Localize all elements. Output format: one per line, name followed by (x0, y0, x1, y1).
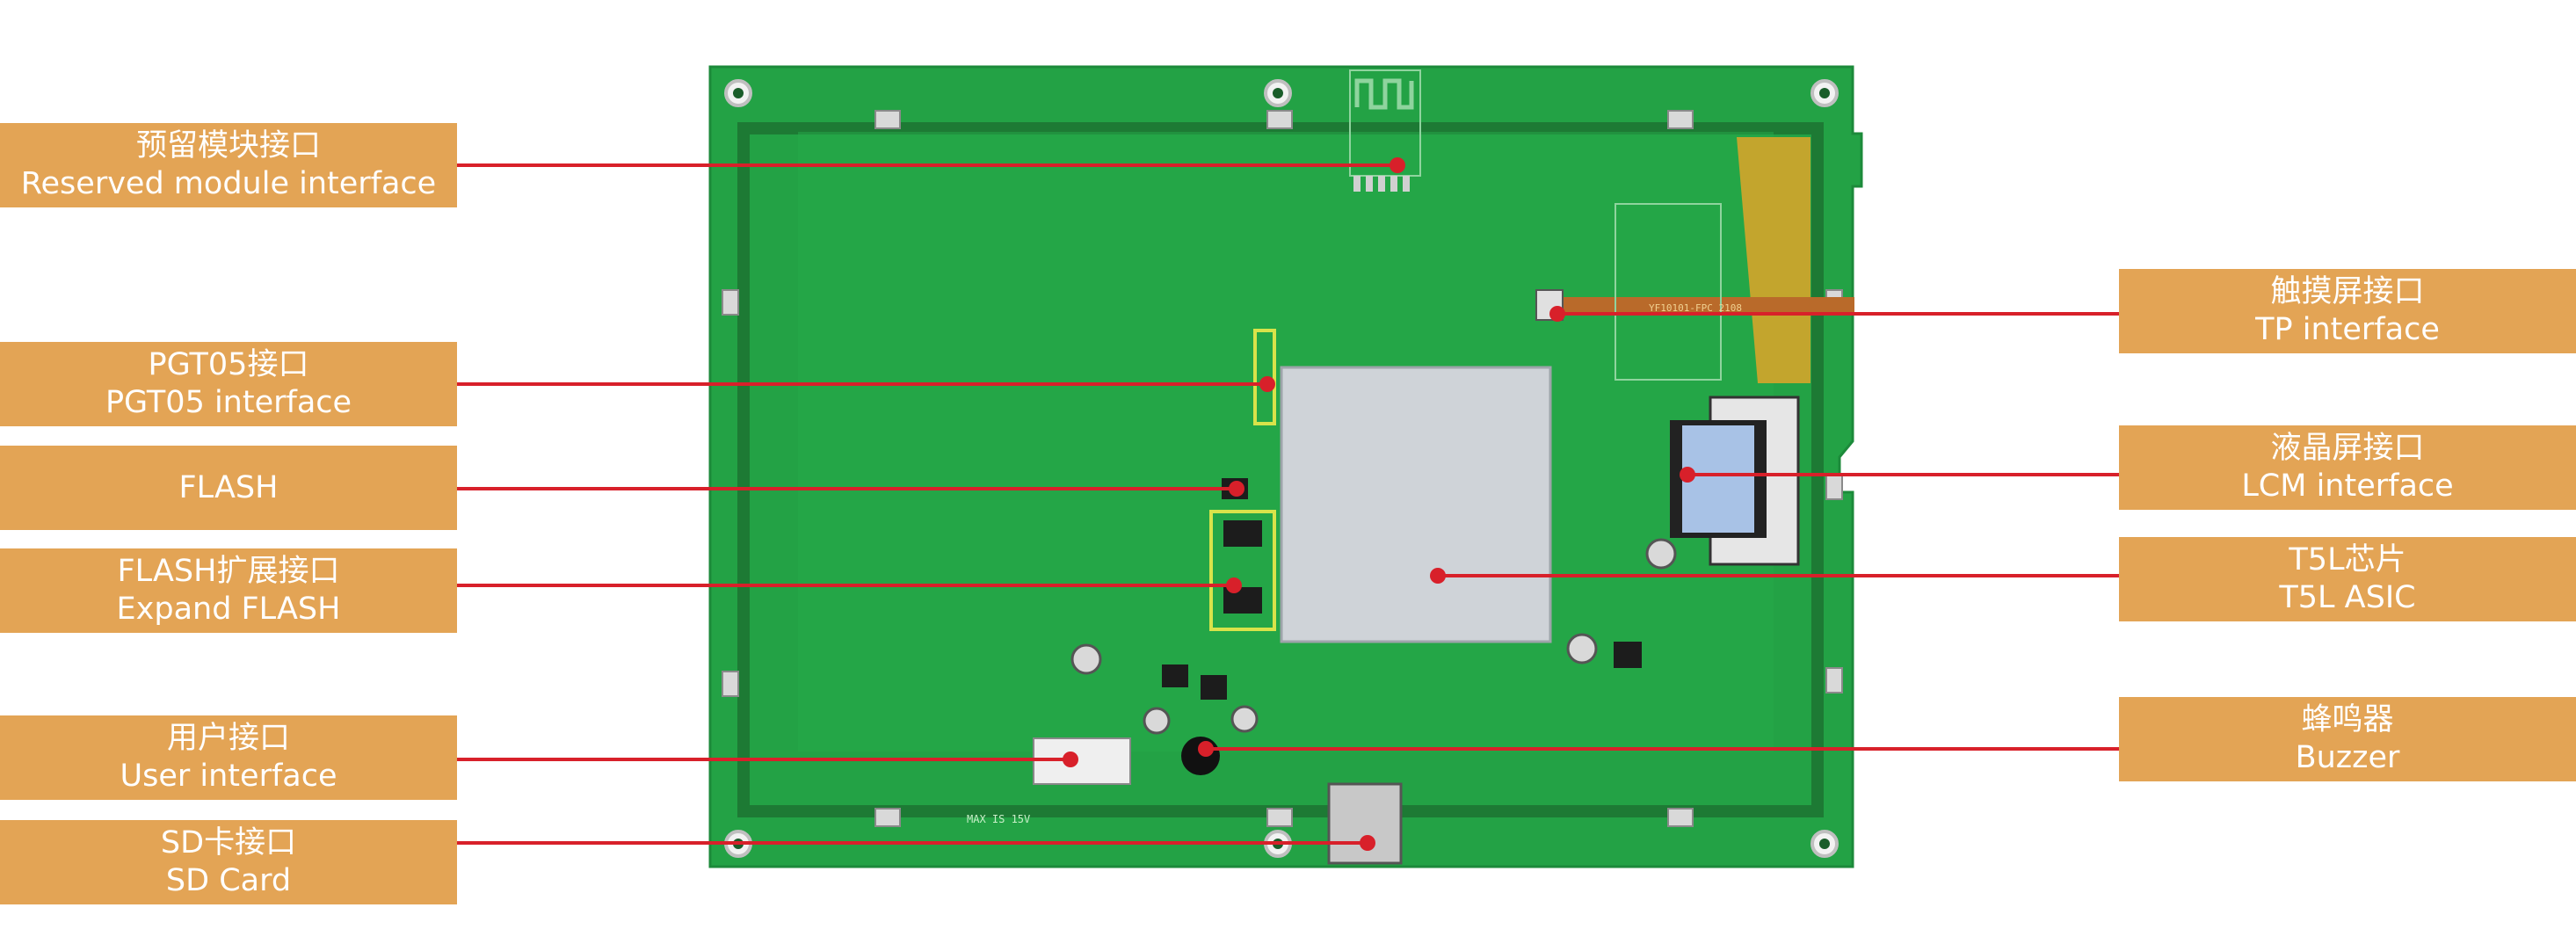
module-pads (1353, 176, 1410, 192)
label-zh: PGT05接口 (148, 347, 309, 382)
label-buzzer: 蜂鸣器 Buzzer (2119, 697, 2576, 781)
label-pgt05: PGT05接口 PGT05 interface (0, 342, 457, 426)
leader-lines (457, 157, 2119, 851)
label-en: Reserved module interface (20, 166, 437, 201)
label-reserved-module: 预留模块接口 Reserved module interface (0, 123, 457, 207)
label-en: Expand FLASH (116, 592, 341, 627)
label-flash: FLASH (0, 446, 457, 530)
pcb-board: MAX IS 15V YF10101-FPC 2108 (708, 65, 1863, 868)
label-zh: 液晶屏接口 (2270, 431, 2425, 466)
label-en: PGT05 interface (105, 385, 352, 420)
label-zh: T5L芯片 (2289, 542, 2406, 577)
label-zh: 蜂鸣器 (2301, 702, 2394, 737)
flash-expand-area (1209, 510, 1276, 631)
label-zh: FLASH扩展接口 (117, 554, 340, 589)
label-en: User interface (120, 759, 337, 794)
sd-slot (1327, 782, 1403, 865)
label-zh: 触摸屏接口 (2270, 274, 2425, 309)
label-en: Buzzer (2295, 740, 2400, 775)
capacitors (1070, 538, 1677, 735)
label-en: FLASH (178, 469, 279, 505)
label-lcm-interface: 液晶屏接口 LCM interface (2119, 425, 2576, 510)
label-en: LCM interface (2241, 468, 2454, 504)
edge-clips (722, 110, 1843, 827)
label-zh: 预留模块接口 (135, 128, 321, 163)
label-user-interface: 用户接口 User interface (0, 715, 457, 800)
label-zh: SD卡接口 (160, 825, 297, 860)
label-t5l-asic: T5L芯片 T5L ASIC (2119, 537, 2576, 621)
label-sd-card: SD卡接口 SD Card (0, 820, 457, 904)
label-flash-expand: FLASH扩展接口 Expand FLASH (0, 548, 457, 633)
label-tp-interface: 触摸屏接口 TP interface (2119, 269, 2576, 353)
label-en: T5L ASIC (2279, 580, 2416, 615)
pgt05-header (1253, 329, 1276, 425)
asic-shield (1280, 366, 1552, 643)
buzzer-part (1181, 737, 1220, 775)
tp-flex-cable (1535, 137, 1854, 383)
label-en: SD Card (165, 863, 292, 898)
lcm-connector (1670, 396, 1800, 566)
voltage-silkscreen: MAX IS 15V (967, 813, 1030, 825)
label-zh: 用户接口 (166, 721, 290, 756)
label-en: TP interface (2255, 312, 2440, 347)
fpc-silkscreen: YF10101-FPC 2108 (1649, 302, 1742, 314)
